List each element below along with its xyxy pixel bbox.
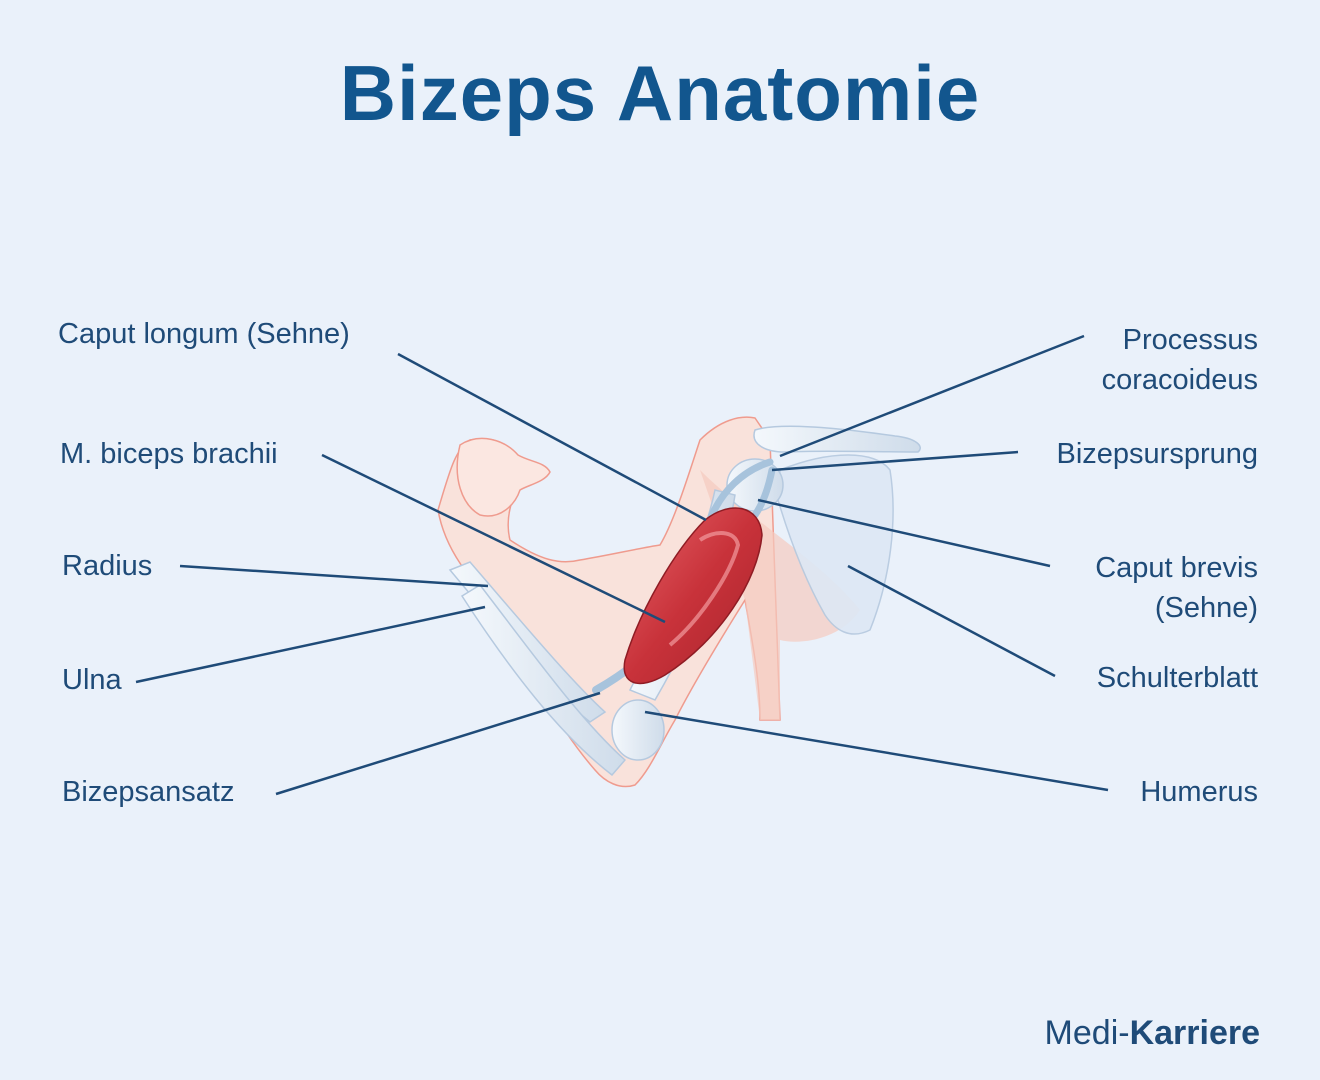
label-caput-brevis: Caput brevis (Sehne) xyxy=(1095,548,1258,628)
leader-processus xyxy=(779,334,1085,458)
leader-ulna xyxy=(135,605,486,684)
leader-humerus xyxy=(644,710,1109,792)
label-bizepsursprung: Bizepsursprung xyxy=(1056,438,1259,470)
label-biceps-brachii: M. biceps brachii xyxy=(60,438,278,470)
label-humerus: Humerus xyxy=(1140,776,1258,808)
label-radius: Radius xyxy=(62,550,153,582)
biceps-muscle xyxy=(623,507,763,685)
leader-radius xyxy=(179,564,489,588)
biceps-muscle-highlight xyxy=(668,531,741,647)
brand-logo: Medi-Karriere xyxy=(1045,1014,1260,1053)
leader-bizepsursprung xyxy=(771,450,1019,472)
leader-schulterblatt xyxy=(847,564,1056,678)
label-ulna: Ulna xyxy=(62,664,122,696)
label-processus-line2: coracoideus xyxy=(1101,364,1258,396)
brand-part2: Karriere xyxy=(1129,1014,1260,1052)
short-head-tendon xyxy=(751,466,776,519)
page-title: Bizeps Anatomie xyxy=(339,49,981,137)
scapula xyxy=(777,454,894,635)
label-processus-coracoideus: Processus coracoideus xyxy=(1102,320,1258,400)
label-bizepsansatz: Bizepsansatz xyxy=(62,776,235,808)
label-caput-longum: Caput longum (Sehne) xyxy=(58,318,350,350)
elbow-condyle xyxy=(611,699,665,761)
brand-part1: Medi- xyxy=(1044,1014,1130,1052)
ulna-bone xyxy=(460,584,627,777)
label-schulterblatt: Schulterblatt xyxy=(1096,662,1258,694)
leader-caput-longum xyxy=(397,352,707,522)
leader-biceps-brachii xyxy=(321,453,666,624)
clavicle xyxy=(753,425,921,453)
fist xyxy=(456,437,551,517)
label-caput-brevis-line1: Caput brevis xyxy=(1095,552,1258,584)
label-processus-line1: Processus xyxy=(1122,324,1258,356)
leader-bizepsansatz xyxy=(275,691,601,796)
leader-caput-brevis xyxy=(757,498,1051,568)
label-caput-brevis-line2: (Sehne) xyxy=(1154,592,1258,624)
